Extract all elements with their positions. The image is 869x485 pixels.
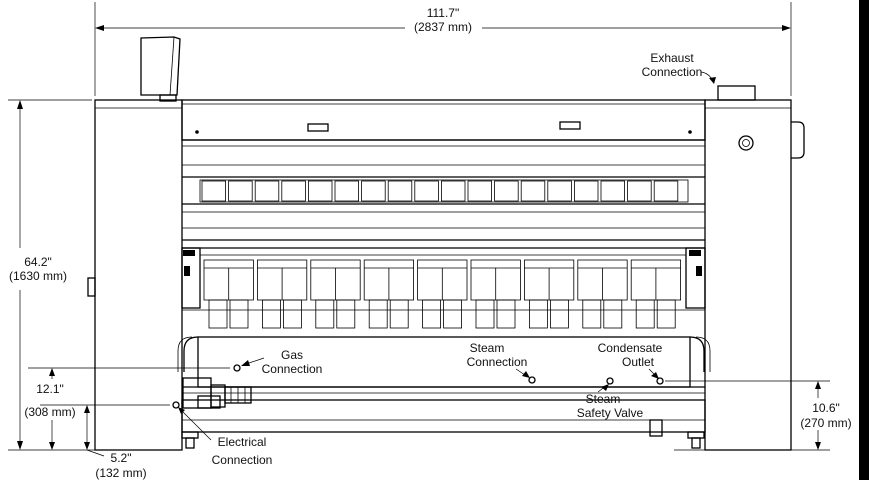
upper-chest-segment bbox=[361, 180, 386, 202]
safety-valve-callout: Steam Safety Valve bbox=[577, 384, 644, 420]
svg-text:Outlet: Outlet bbox=[622, 355, 655, 369]
svg-text:Connection: Connection bbox=[642, 65, 703, 79]
width-metric: (2837 mm) bbox=[414, 20, 472, 34]
lower-chest-segment bbox=[310, 259, 361, 329]
condensate-callout: Condensate Outlet bbox=[598, 341, 663, 379]
svg-text:Condensate: Condensate bbox=[598, 341, 663, 355]
upper-chest-segment bbox=[281, 180, 306, 202]
upper-chest-segment bbox=[254, 180, 280, 202]
exhaust-stack bbox=[717, 85, 756, 101]
svg-text:Connection: Connection bbox=[467, 355, 528, 369]
ironer-machine bbox=[87, 36, 805, 451]
upper-chest-segment bbox=[201, 180, 227, 202]
upper-chest-segment bbox=[334, 180, 360, 202]
lower-chest-segment bbox=[524, 259, 575, 329]
steam-connection-point bbox=[528, 376, 536, 384]
left-side-handle bbox=[87, 277, 96, 297]
svg-text:Steam: Steam bbox=[586, 392, 621, 406]
svg-text:Exhaust: Exhaust bbox=[650, 51, 694, 65]
upper-chest-segment bbox=[228, 180, 253, 202]
electrical-connection-point bbox=[172, 401, 180, 409]
upper-chest-segment bbox=[600, 180, 626, 202]
upper-chest-segment bbox=[627, 180, 652, 202]
svg-text:Safety Valve: Safety Valve bbox=[577, 406, 644, 420]
electrical-callout: Electrical Connection bbox=[178, 407, 272, 467]
upper-chest-segment bbox=[494, 180, 519, 202]
condensate-height-metric: (270 mm) bbox=[800, 416, 851, 430]
safety-valve-point bbox=[606, 377, 614, 385]
lower-chest-segment bbox=[363, 259, 415, 329]
upper-chest-segment bbox=[653, 180, 679, 202]
drive-motor bbox=[182, 377, 252, 409]
condensate-outlet-point bbox=[656, 377, 664, 385]
control-box bbox=[140, 36, 181, 102]
height-imperial: 64.2" bbox=[24, 255, 52, 269]
lower-chest-row bbox=[203, 259, 682, 329]
svg-text:Steam: Steam bbox=[470, 341, 505, 355]
lower-chest-segment bbox=[630, 259, 682, 329]
overall-width-dimension: 111.7" (2837 mm) bbox=[94, 2, 792, 96]
electrical-height-metric: (308 mm) bbox=[24, 405, 75, 419]
overall-height-dimension: 64.2" (1630 mm) bbox=[8, 99, 180, 451]
lower-chest-segment bbox=[256, 259, 308, 329]
upper-chest-segment bbox=[440, 180, 466, 202]
condensate-height-imperial: 10.6" bbox=[812, 401, 840, 415]
left-side-frame bbox=[181, 247, 201, 309]
upper-chest-segment bbox=[520, 180, 546, 202]
upper-chest-segment bbox=[547, 180, 572, 202]
svg-text:Connection: Connection bbox=[262, 362, 323, 376]
foot-height-dimension: 5.2" (132 mm) bbox=[84, 405, 147, 480]
electrical-height-dimension: 12.1" (308 mm) bbox=[24, 367, 230, 450]
hood-slot-left bbox=[307, 123, 329, 132]
foot-height-imperial: 5.2" bbox=[111, 451, 132, 465]
condensate-height-dimension: 10.6" (270 mm) bbox=[665, 380, 852, 451]
upper-chest-row bbox=[201, 180, 679, 202]
lower-chest-segment bbox=[203, 259, 254, 329]
left-cabinet bbox=[94, 99, 183, 451]
upper-chest-segment bbox=[574, 180, 599, 202]
leveling-feet bbox=[181, 419, 705, 449]
lower-chest-segment bbox=[470, 259, 521, 329]
top-hood bbox=[181, 99, 706, 141]
svg-text:Gas: Gas bbox=[281, 348, 303, 362]
lower-chest-segment bbox=[577, 259, 628, 329]
svg-text:Electrical: Electrical bbox=[218, 435, 267, 449]
upper-chest-segment bbox=[467, 180, 493, 202]
upper-chest-segment bbox=[414, 180, 439, 202]
foot-height-metric: (132 mm) bbox=[95, 466, 146, 480]
right-side-frame bbox=[685, 247, 706, 309]
right-cabinet-port bbox=[738, 135, 754, 151]
right-side-knob bbox=[791, 121, 805, 159]
gas-callout: Gas Connection bbox=[241, 348, 322, 376]
hood-slot-right bbox=[559, 121, 581, 130]
upper-chest-segment bbox=[387, 180, 413, 202]
machine-base bbox=[181, 399, 706, 433]
right-cabinet bbox=[704, 99, 792, 451]
width-imperial: 111.7" bbox=[427, 6, 460, 20]
steam-connection-callout: Steam Connection bbox=[467, 341, 530, 378]
electrical-height-imperial: 12.1" bbox=[36, 382, 64, 396]
exhaust-callout: Exhaust Connection bbox=[642, 51, 716, 84]
right-border bbox=[859, 0, 869, 480]
gas-connection-point bbox=[233, 364, 241, 372]
svg-text:Connection: Connection bbox=[212, 453, 273, 467]
upper-chest-segment bbox=[307, 180, 333, 202]
height-metric: (1630 mm) bbox=[9, 269, 67, 283]
lower-chest-segment bbox=[417, 259, 468, 329]
